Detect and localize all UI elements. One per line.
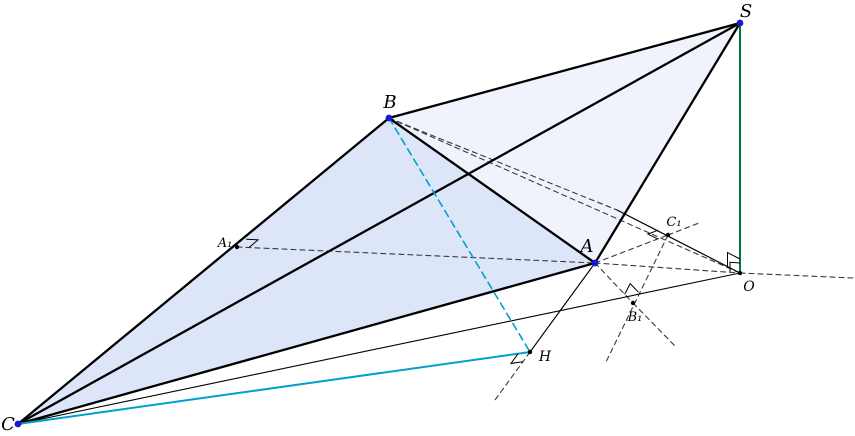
label-A: A xyxy=(579,236,594,257)
point-B1 xyxy=(630,300,636,306)
point-A1 xyxy=(234,244,240,250)
accent-B-H xyxy=(388,117,531,353)
edge-A-C xyxy=(16,261,597,426)
right-angle-marker-1 xyxy=(729,261,741,273)
label-C1: C₁ xyxy=(666,215,681,230)
right-angle-marker-4 xyxy=(646,229,659,240)
construction-B-P xyxy=(388,117,618,211)
construction-A-C1 xyxy=(594,234,669,264)
point-H xyxy=(527,349,533,355)
label-B1: B₁ xyxy=(627,310,643,325)
line-A-H xyxy=(529,262,596,353)
accent-C-H xyxy=(17,351,531,425)
construction-A1-A xyxy=(236,246,596,264)
face-BAC xyxy=(18,118,595,424)
point-C1 xyxy=(665,232,671,238)
construction-AH-ext xyxy=(494,351,531,401)
construction-O-right xyxy=(739,272,854,279)
face-SBA xyxy=(389,23,740,263)
edge-C-B xyxy=(16,116,391,426)
label-O: O xyxy=(743,279,755,295)
label-S: S xyxy=(740,1,752,22)
point-S xyxy=(736,19,744,27)
right-angle-marker-5 xyxy=(509,353,523,365)
label-H: H xyxy=(538,349,552,365)
label-C: C xyxy=(1,414,15,435)
edge-S-A xyxy=(593,21,742,265)
right-angle-marker-3 xyxy=(624,282,639,295)
construction-C1-B1 xyxy=(605,234,669,363)
point-B xyxy=(385,114,393,122)
point-C xyxy=(14,420,22,428)
edge-S-C xyxy=(16,21,742,426)
construction-B-O xyxy=(388,117,741,274)
label-A1: A₁ xyxy=(217,236,233,251)
construction-C1-ext xyxy=(667,222,700,236)
right-angle-marker-0 xyxy=(727,251,741,267)
edge-B-A xyxy=(387,116,597,265)
construction-A-O xyxy=(594,262,741,274)
right-angle-marker-2 xyxy=(246,238,260,248)
line-O-P xyxy=(616,209,741,274)
point-O xyxy=(737,270,743,276)
label-B: B xyxy=(382,92,396,113)
point-A xyxy=(591,259,599,267)
edge-B-S xyxy=(387,21,742,120)
construction-B1-ext xyxy=(632,302,677,348)
line-C-O xyxy=(17,272,741,425)
